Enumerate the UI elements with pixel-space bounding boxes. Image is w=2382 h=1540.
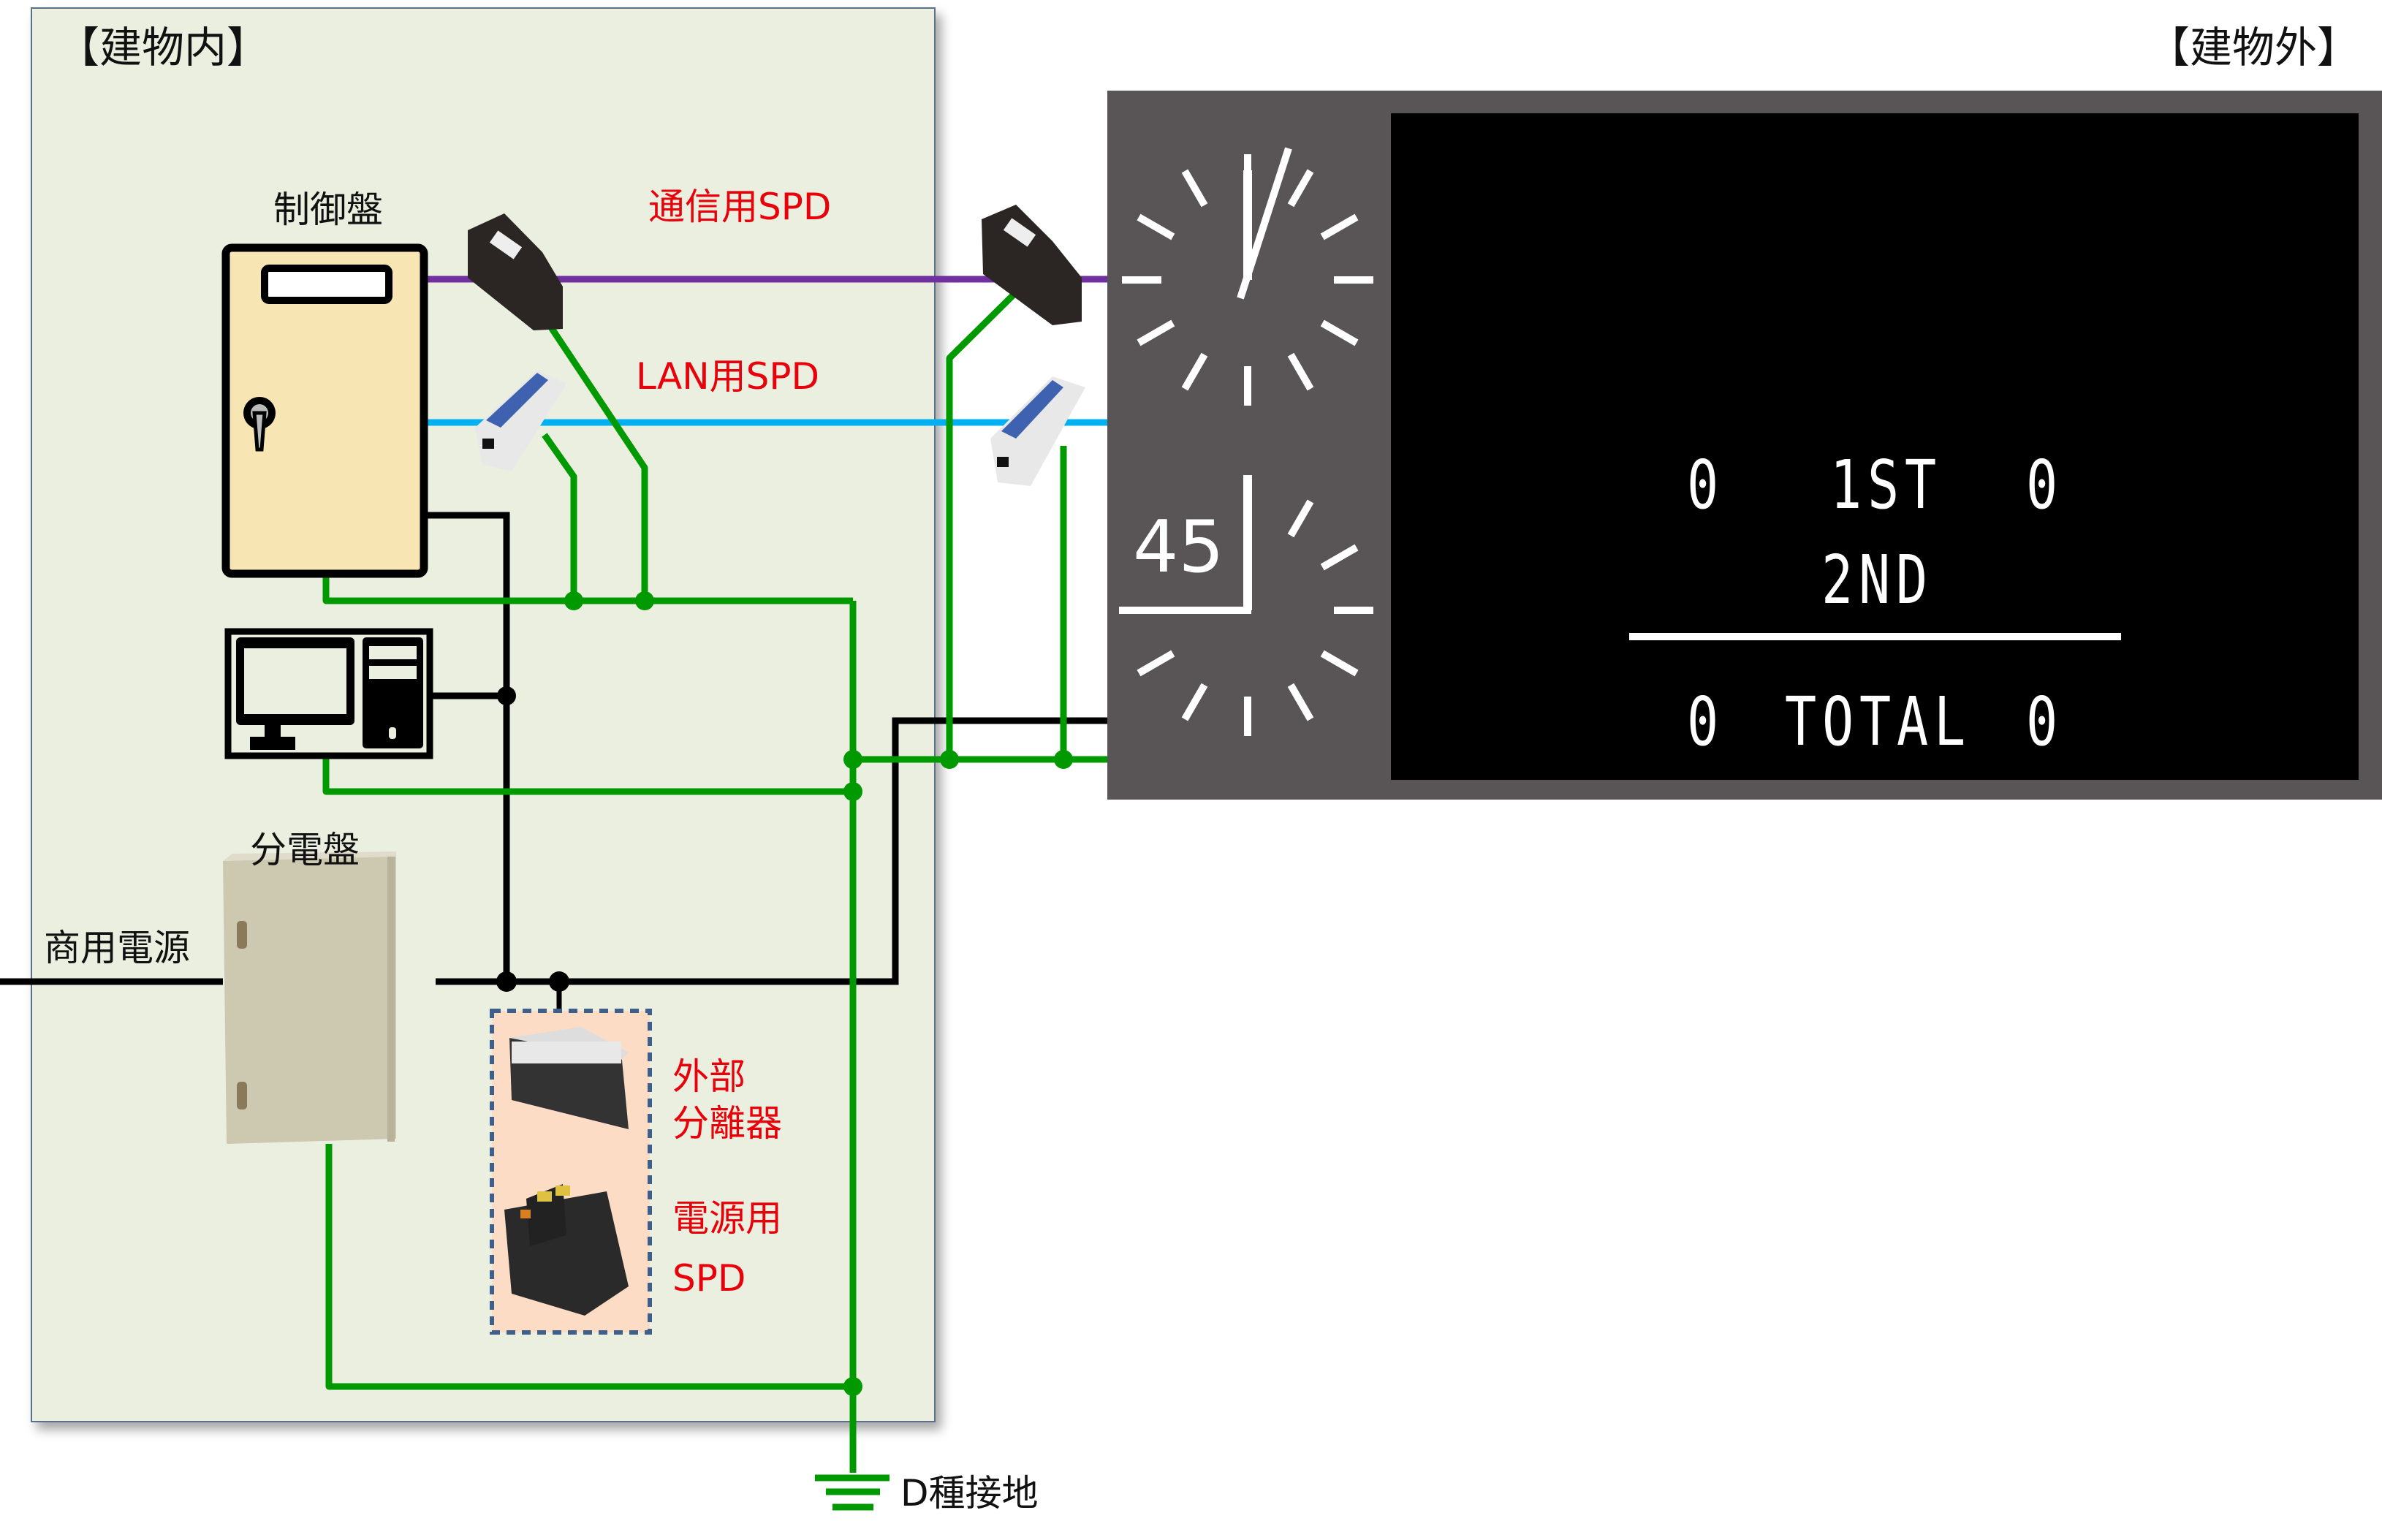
- clock-tick: [1287, 683, 1314, 721]
- comm-spd-outdoor-icon: [982, 205, 1082, 325]
- lan-spd-label: LAN用SPD: [636, 355, 820, 398]
- distribution-panel-ground: [325, 1144, 853, 1390]
- power-spd-icon: [504, 1184, 629, 1316]
- power-main-line: [436, 717, 1107, 985]
- comm-spd-label: 通信用SPD: [648, 186, 832, 228]
- junction-dot: [497, 686, 516, 705]
- clock-tick: [1320, 650, 1359, 677]
- junction-dot: [496, 971, 517, 992]
- ground-label: D種接地: [900, 1472, 1039, 1514]
- lan-spd-ground: [542, 433, 577, 601]
- junction-dot: [940, 750, 959, 769]
- clock-tick: [1181, 683, 1208, 721]
- clock-face-top: [1122, 147, 1373, 406]
- distribution-panel-label: 分電盤: [250, 829, 360, 871]
- external-disconnector-label-2: 分離器: [672, 1102, 782, 1145]
- clock-tick: [1287, 352, 1314, 391]
- score-display-panel: [1391, 113, 2359, 780]
- clock-tick: [1320, 544, 1359, 571]
- junction-dot: [635, 591, 654, 610]
- control-panel-icon: [221, 243, 428, 578]
- indoor-title: 【建物内】: [57, 23, 270, 72]
- computer-icon: [224, 628, 433, 759]
- clock-tick: [1181, 352, 1208, 391]
- ground-lines: [322, 289, 1107, 1473]
- score-1st-away: 0: [2026, 446, 2064, 524]
- junction-dot: [843, 750, 862, 769]
- commercial-power-label: 商用電源: [44, 927, 190, 969]
- control-panel-label: 制御盤: [273, 189, 383, 231]
- outdoor-comm-spd-ground: [946, 289, 1019, 759]
- comm-spd-ground: [547, 323, 648, 601]
- score-divider: [1629, 633, 2121, 640]
- score-total-away: 0: [2026, 683, 2064, 761]
- clock-tick: [1320, 319, 1359, 346]
- clock-minute-hand: [1237, 147, 1292, 300]
- junction-dot: [1054, 750, 1073, 769]
- clock-tick: [1287, 169, 1314, 208]
- clock-tick: [1320, 213, 1359, 240]
- clock-numeral: 45: [1133, 506, 1224, 589]
- pc-ground: [322, 756, 853, 795]
- score-2nd-label: 2ND: [1821, 541, 1934, 619]
- clock-tick: [1137, 650, 1175, 677]
- junction-dot: [843, 782, 862, 801]
- outdoor-title: 【建物外】: [2147, 23, 2360, 72]
- ground-junctions: [564, 591, 1073, 1396]
- clock-face-bottom: [1119, 475, 1373, 736]
- external-disconnector-icon: [509, 1027, 629, 1129]
- lan-spd-outdoor-icon: [990, 376, 1085, 486]
- score-1st-label: 1ST: [1830, 446, 1943, 524]
- score-1st-home: 0: [1687, 446, 1725, 524]
- clock-tick: [1137, 213, 1175, 240]
- score-total-label: TOTAL: [1785, 683, 1972, 761]
- comm-spd-indoor-icon: [468, 213, 563, 330]
- clock-tick: [1181, 169, 1208, 208]
- control-panel-power: [427, 512, 510, 982]
- clock-tick: [1287, 499, 1314, 538]
- distribution-panel-icon: [223, 851, 396, 1144]
- lan-spd-indoor-icon: [475, 371, 566, 471]
- power-spd-label-1: 電源用: [672, 1197, 782, 1240]
- junction-dot: [843, 1377, 862, 1396]
- junction-dot: [549, 971, 569, 992]
- junction-dot: [564, 591, 583, 610]
- score-total-home: 0: [1687, 683, 1725, 761]
- ground-symbol-icon: [815, 1474, 890, 1511]
- control-panel-ground: [322, 576, 853, 604]
- external-disconnector-label-1: 外部: [672, 1055, 746, 1098]
- power-spd-label-2: SPD: [672, 1257, 746, 1300]
- clock-tick: [1137, 319, 1175, 346]
